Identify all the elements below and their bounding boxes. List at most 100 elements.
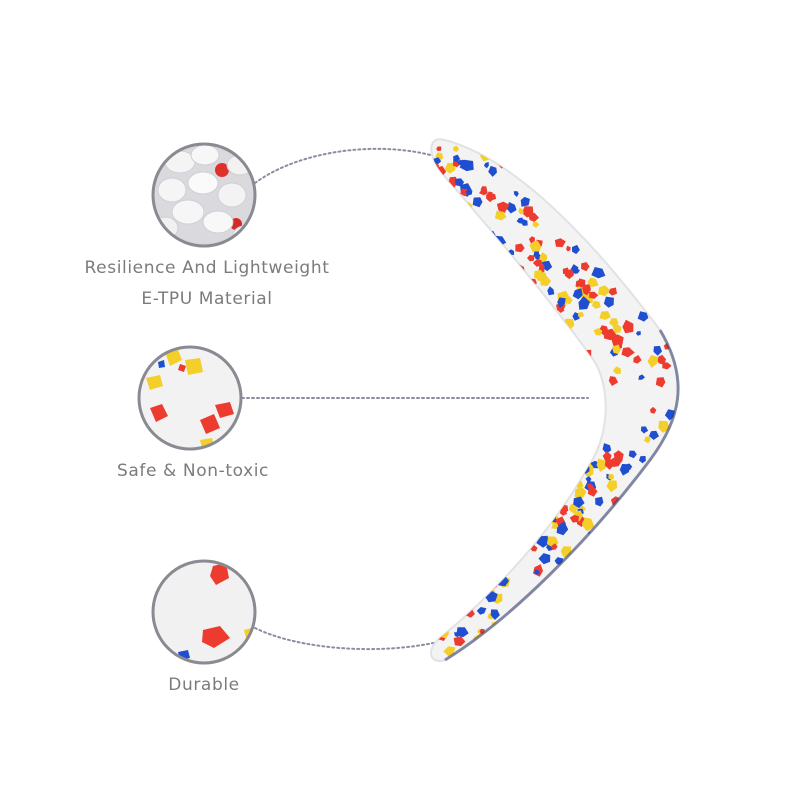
- speckle: [457, 159, 464, 166]
- speckle: [490, 553, 498, 561]
- speckle: [494, 210, 507, 221]
- speckle: [479, 188, 488, 196]
- speckle: [602, 451, 612, 461]
- speckle: [458, 130, 466, 137]
- speckle: [430, 624, 433, 637]
- speckle: [453, 606, 464, 619]
- speckle: [521, 219, 528, 226]
- speckle: [442, 612, 450, 620]
- speckle: [470, 587, 484, 600]
- speckle: [598, 285, 611, 297]
- feature-label-safety: Safe & Non-toxic: [116, 461, 270, 481]
- speckle: [593, 328, 603, 336]
- speckle: [546, 503, 555, 510]
- speckle: [453, 154, 460, 163]
- speckle: [609, 318, 619, 328]
- speckle: [573, 496, 585, 509]
- speckle: [644, 436, 651, 444]
- speckle: [569, 515, 579, 523]
- speckle: [566, 245, 571, 252]
- speckle: [453, 145, 460, 152]
- feature-label-material-line2: E-TPU Material: [141, 289, 273, 309]
- speckle: [509, 621, 516, 628]
- speckle: [578, 296, 590, 310]
- boomerang-icon: [430, 126, 680, 662]
- speckle: [596, 458, 607, 472]
- speckle: [647, 355, 659, 368]
- speckle: [527, 254, 535, 262]
- speckle: [637, 311, 649, 322]
- speckle: [638, 374, 645, 380]
- speckle: [472, 197, 483, 208]
- speckle: [624, 463, 633, 470]
- speckle: [554, 472, 561, 479]
- speckle: [484, 582, 492, 591]
- speckle: [504, 261, 514, 269]
- speckle: [572, 288, 583, 300]
- speckle: [437, 126, 447, 136]
- foam-beads-icon: [151, 142, 257, 248]
- speckle: [490, 609, 500, 620]
- speckle: [613, 450, 624, 462]
- speckle: [572, 312, 580, 321]
- speckle: [516, 217, 523, 224]
- speckle: [574, 486, 587, 499]
- speckle: [518, 207, 524, 215]
- speckle: [453, 636, 466, 647]
- speckle: [595, 496, 604, 507]
- speckle: [547, 286, 555, 296]
- confetti-texture-icon: [137, 345, 243, 451]
- speckle: [591, 267, 606, 279]
- speckle: [545, 494, 557, 506]
- speckle: [564, 269, 575, 280]
- speckle: [430, 165, 437, 175]
- speckle: [622, 319, 634, 334]
- speckle: [606, 480, 618, 493]
- speckle: [467, 594, 476, 604]
- speckle: [591, 300, 601, 309]
- speckle: [481, 586, 488, 593]
- speckle: [581, 262, 590, 272]
- speckle: [430, 624, 437, 634]
- speckle: [656, 354, 667, 365]
- speckle: [520, 196, 530, 207]
- speckle: [551, 543, 558, 550]
- speckle: [608, 473, 615, 480]
- speckle: [559, 486, 569, 496]
- speckle: [653, 345, 662, 356]
- speckle: [530, 502, 542, 513]
- speckle: [582, 517, 595, 532]
- speckle: [589, 291, 599, 299]
- speckle: [504, 531, 515, 542]
- speckle: [596, 416, 605, 424]
- speckle: [532, 259, 543, 267]
- speckle: [574, 268, 580, 274]
- speckle: [572, 244, 580, 255]
- speckle: [551, 522, 559, 530]
- connector-line-top: [254, 147, 439, 184]
- speckle: [602, 443, 612, 454]
- speckle: [533, 251, 539, 258]
- speckle: [456, 627, 469, 638]
- speckle: [633, 355, 642, 364]
- speckle: [488, 193, 497, 201]
- speckle: [562, 452, 572, 461]
- speckle: [521, 533, 534, 543]
- speckle: [434, 608, 442, 615]
- speckle: [599, 311, 611, 320]
- speckle: [455, 178, 465, 187]
- speckle: [534, 269, 545, 280]
- speckle: [513, 191, 519, 197]
- speckle: [528, 236, 535, 244]
- speckle: [585, 476, 592, 482]
- connector-lines: [241, 147, 589, 651]
- speckle: [528, 212, 540, 222]
- speckle: [587, 487, 598, 497]
- speckle: [514, 539, 526, 553]
- speckle: [582, 431, 593, 444]
- speckle: [459, 596, 470, 606]
- speckle: [430, 621, 438, 633]
- speckle: [557, 297, 566, 309]
- speckle: [608, 287, 617, 296]
- speckle: [539, 495, 552, 507]
